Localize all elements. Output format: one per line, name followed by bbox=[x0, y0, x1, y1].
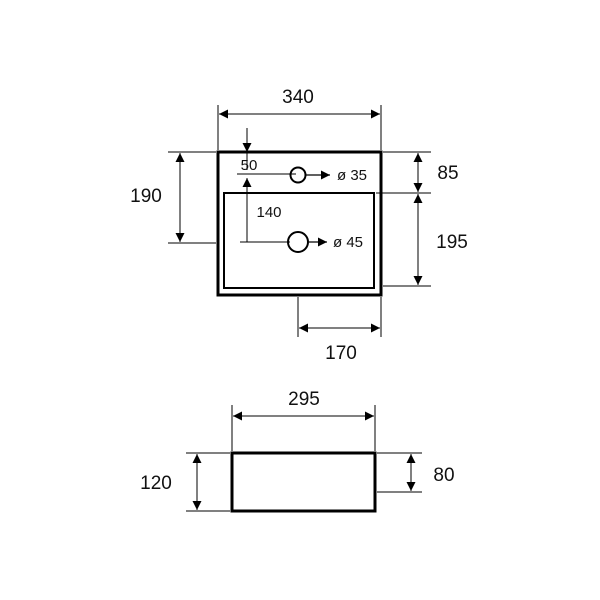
label-190: 190 bbox=[130, 186, 162, 207]
basin-outer-outline bbox=[216, 150, 383, 297]
basin-side-outline bbox=[230, 451, 377, 513]
label-195: 195 bbox=[436, 232, 468, 253]
label-tap-hole: ø 35 bbox=[337, 167, 367, 184]
label-340: 340 bbox=[282, 87, 314, 108]
label-drain-hole: ø 45 bbox=[333, 234, 363, 251]
tap-hole bbox=[289, 166, 307, 184]
label-170: 170 bbox=[325, 343, 357, 364]
drain-hole bbox=[287, 231, 309, 253]
label-295: 295 bbox=[288, 389, 320, 410]
basin-inner-outline bbox=[223, 192, 375, 289]
label-140: 140 bbox=[256, 204, 281, 221]
label-80: 80 bbox=[433, 465, 454, 486]
label-50: 50 bbox=[241, 157, 258, 174]
label-120: 120 bbox=[140, 473, 172, 494]
side-view bbox=[186, 405, 422, 513]
label-85: 85 bbox=[437, 163, 458, 184]
top-view bbox=[168, 105, 431, 337]
